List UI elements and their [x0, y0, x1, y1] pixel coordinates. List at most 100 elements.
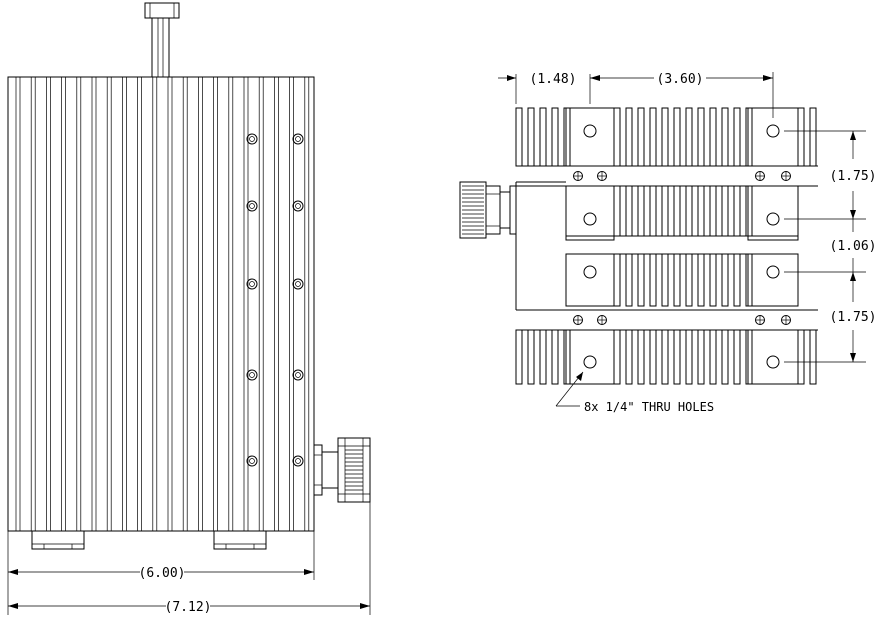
fin — [745, 107, 753, 167]
mounting-block — [747, 185, 799, 241]
vertical-dimensions: (1.75) (1.06) (1.75) — [784, 130, 877, 363]
fin — [613, 107, 621, 167]
mounting-block — [565, 253, 615, 307]
fin — [809, 329, 817, 385]
end-view: (1.48) (3.60) (1.75) (1.06) — [459, 72, 877, 414]
bolt-head-inner — [295, 458, 301, 464]
fin — [637, 253, 645, 307]
fin — [745, 185, 753, 237]
bolt-head-inner — [249, 203, 255, 209]
fin — [685, 253, 693, 307]
fin — [721, 107, 729, 167]
fin — [613, 253, 621, 307]
top-mounting-tab — [144, 2, 180, 78]
bolt-head — [246, 455, 258, 467]
dim-hole-spacing-v-lower: (1.75) — [830, 310, 877, 325]
bolt-head-inner — [295, 372, 301, 378]
thru-hole — [583, 355, 597, 369]
fin — [637, 185, 645, 237]
fin — [515, 107, 523, 167]
bolt-head-inner — [249, 458, 255, 464]
fin — [721, 253, 729, 307]
thru-hole — [766, 265, 780, 279]
fin — [649, 253, 657, 307]
bolt-head-inner — [295, 203, 301, 209]
dim-front-width: (6.00) — [139, 566, 186, 581]
fin — [551, 107, 559, 167]
fin — [721, 329, 729, 385]
fin — [797, 107, 805, 167]
bottom-feet — [31, 530, 267, 550]
fin — [625, 107, 633, 167]
front-width-dimension: (6.00) — [7, 502, 371, 615]
fin — [625, 185, 633, 237]
fin — [685, 185, 693, 237]
side-connector — [313, 437, 371, 503]
thru-hole — [766, 124, 780, 138]
bolt-head — [292, 200, 304, 212]
mounting-block — [565, 107, 615, 167]
fin — [733, 329, 741, 385]
fin — [673, 329, 681, 385]
end-offset-dimension: (1.48) — [498, 72, 591, 104]
fin — [673, 107, 681, 167]
fin — [527, 329, 535, 385]
end-view-fins — [515, 107, 818, 385]
fin — [661, 107, 669, 167]
bolt-head — [292, 455, 304, 467]
fin — [637, 107, 645, 167]
fin — [709, 329, 717, 385]
bolt-head-inner — [249, 136, 255, 142]
fin — [515, 329, 523, 385]
bolt-head — [292, 278, 304, 290]
fin — [733, 107, 741, 167]
fin — [613, 329, 621, 385]
hole-spacing-h-dimension: (3.60) — [590, 72, 774, 118]
bolt-head-inner — [249, 372, 255, 378]
thru-hole — [583, 212, 597, 226]
bolt-head — [246, 369, 258, 381]
bolt-head — [246, 200, 258, 212]
fin — [697, 185, 705, 237]
bolt-head-inner — [295, 281, 301, 287]
dim-gap-between-blocks: (1.06) — [830, 239, 877, 254]
fin — [625, 329, 633, 385]
front-view: (6.00) (7.12) — [7, 2, 371, 615]
mounting-blocks — [565, 107, 799, 385]
fin — [697, 253, 705, 307]
fin — [697, 329, 705, 385]
overall-width-dimension: (7.12) — [8, 600, 370, 615]
fin — [563, 107, 571, 167]
fin — [625, 253, 633, 307]
fin — [527, 107, 535, 167]
mounting-plate — [515, 181, 566, 311]
bolt-head — [246, 278, 258, 290]
bolt-head — [292, 369, 304, 381]
fin — [797, 329, 805, 385]
thru-hole — [583, 265, 597, 279]
fin — [539, 329, 547, 385]
mounting-block — [747, 329, 799, 385]
dim-end-offset: (1.48) — [530, 72, 577, 87]
fin — [745, 253, 753, 307]
heatsink-body-outline — [7, 76, 315, 532]
thru-hole — [766, 355, 780, 369]
fin — [649, 329, 657, 385]
fin — [563, 329, 571, 385]
bolt-head-inner — [295, 136, 301, 142]
holes-note: 8x 1/4" THRU HOLES — [555, 371, 714, 414]
fin — [721, 185, 729, 237]
fin — [661, 185, 669, 237]
fin — [539, 107, 547, 167]
fin — [613, 185, 621, 237]
dim-hole-spacing-h: (3.60) — [657, 72, 704, 87]
fin — [661, 329, 669, 385]
mounting-block — [565, 329, 615, 385]
fin — [685, 107, 693, 167]
thru-hole — [766, 212, 780, 226]
fin — [709, 253, 717, 307]
holes-note-text: 8x 1/4" THRU HOLES — [584, 400, 714, 414]
bolt-heads — [246, 133, 304, 467]
fin — [649, 107, 657, 167]
